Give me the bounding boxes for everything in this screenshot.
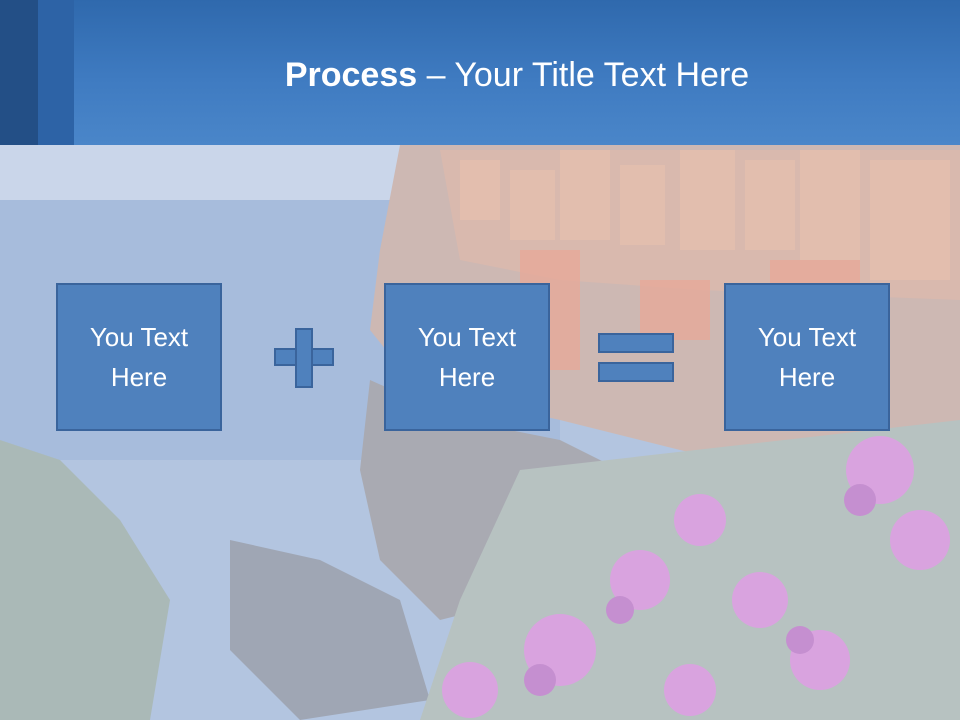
equals-icon bbox=[598, 333, 674, 383]
slide-title: Process – Your Title Text Here bbox=[74, 52, 960, 98]
process-box-1-text: You Text Here bbox=[89, 322, 189, 392]
process-box-3[interactable]: You Text Here bbox=[724, 283, 890, 431]
process-box-1[interactable]: You Text Here bbox=[56, 283, 222, 431]
process-box-2-text: You Text Here bbox=[417, 322, 517, 392]
accent-stripe-dark bbox=[0, 0, 38, 145]
accent-stripe-light bbox=[38, 0, 74, 145]
plus-icon bbox=[274, 328, 334, 388]
title-bar: Process – Your Title Text Here bbox=[0, 0, 960, 145]
process-box-3-text: You Text Here bbox=[757, 322, 857, 392]
title-bold: Process bbox=[284, 56, 418, 94]
process-box-2[interactable]: You Text Here bbox=[384, 283, 550, 431]
title-rest: – Your Title Text Here bbox=[417, 56, 750, 94]
